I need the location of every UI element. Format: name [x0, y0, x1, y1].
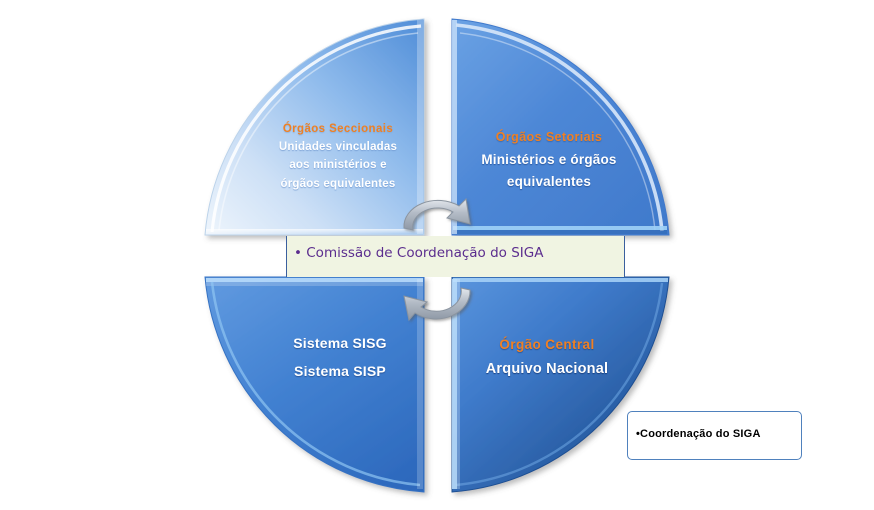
quadrant-orgao-central[interactable]: [451, 276, 670, 493]
center-band-text: • Comissão de Coordenação do SIGA: [294, 245, 544, 261]
arrow-upper-clockwise-icon: [403, 197, 471, 231]
arrow-lower-counterclockwise-icon: [403, 287, 471, 322]
callout-coordenacao-siga: •Coordenação do SIGA: [627, 411, 802, 460]
callout-text: •Coordenação do SIGA: [636, 428, 761, 440]
quadrant-orgaos-seccionais[interactable]: [204, 18, 425, 236]
center-band-box: • Comissão de Coordenação do SIGA: [286, 236, 625, 277]
quadrant-orgaos-setoriais[interactable]: [451, 18, 670, 236]
quadrant-sistemas-sisg-sisp[interactable]: [204, 276, 425, 493]
